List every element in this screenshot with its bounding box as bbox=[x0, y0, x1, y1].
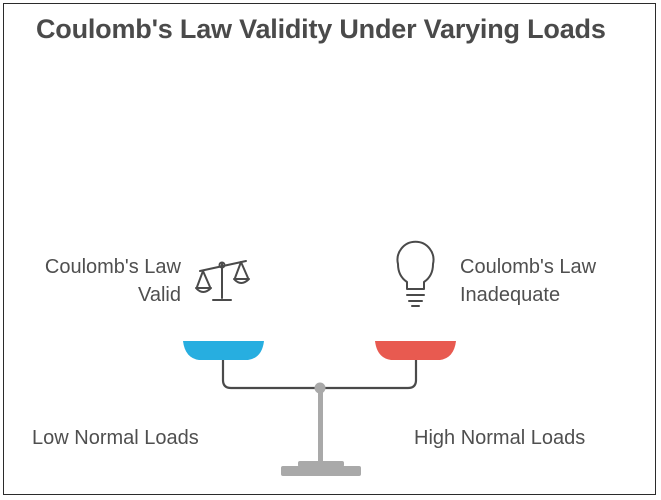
balance-scale-icon bbox=[195, 260, 250, 301]
left-outcome-label: Coulomb's Law Valid bbox=[26, 253, 181, 309]
right-outcome-line2: Inadequate bbox=[460, 284, 561, 306]
left-pan bbox=[183, 341, 264, 360]
stand-base bbox=[281, 461, 361, 476]
diagram-frame bbox=[3, 3, 656, 495]
high-loads-label: High Normal Loads bbox=[414, 427, 586, 449]
right-pan bbox=[375, 341, 456, 360]
low-loads-label: Low Normal Loads bbox=[32, 427, 199, 449]
pivot-joint bbox=[314, 382, 326, 394]
diagram-title: Coulomb's Law Validity Under Varying Loa… bbox=[36, 14, 606, 44]
right-outcome-line1: Coulomb's Law bbox=[460, 256, 597, 278]
right-outcome-label: Coulomb's Law Inadequate bbox=[460, 253, 640, 309]
left-outcome-line2: Valid bbox=[138, 284, 181, 306]
left-outcome-line1: Coulomb's Law bbox=[44, 256, 181, 278]
stand-pole bbox=[318, 392, 323, 462]
lightbulb-icon bbox=[396, 240, 435, 307]
